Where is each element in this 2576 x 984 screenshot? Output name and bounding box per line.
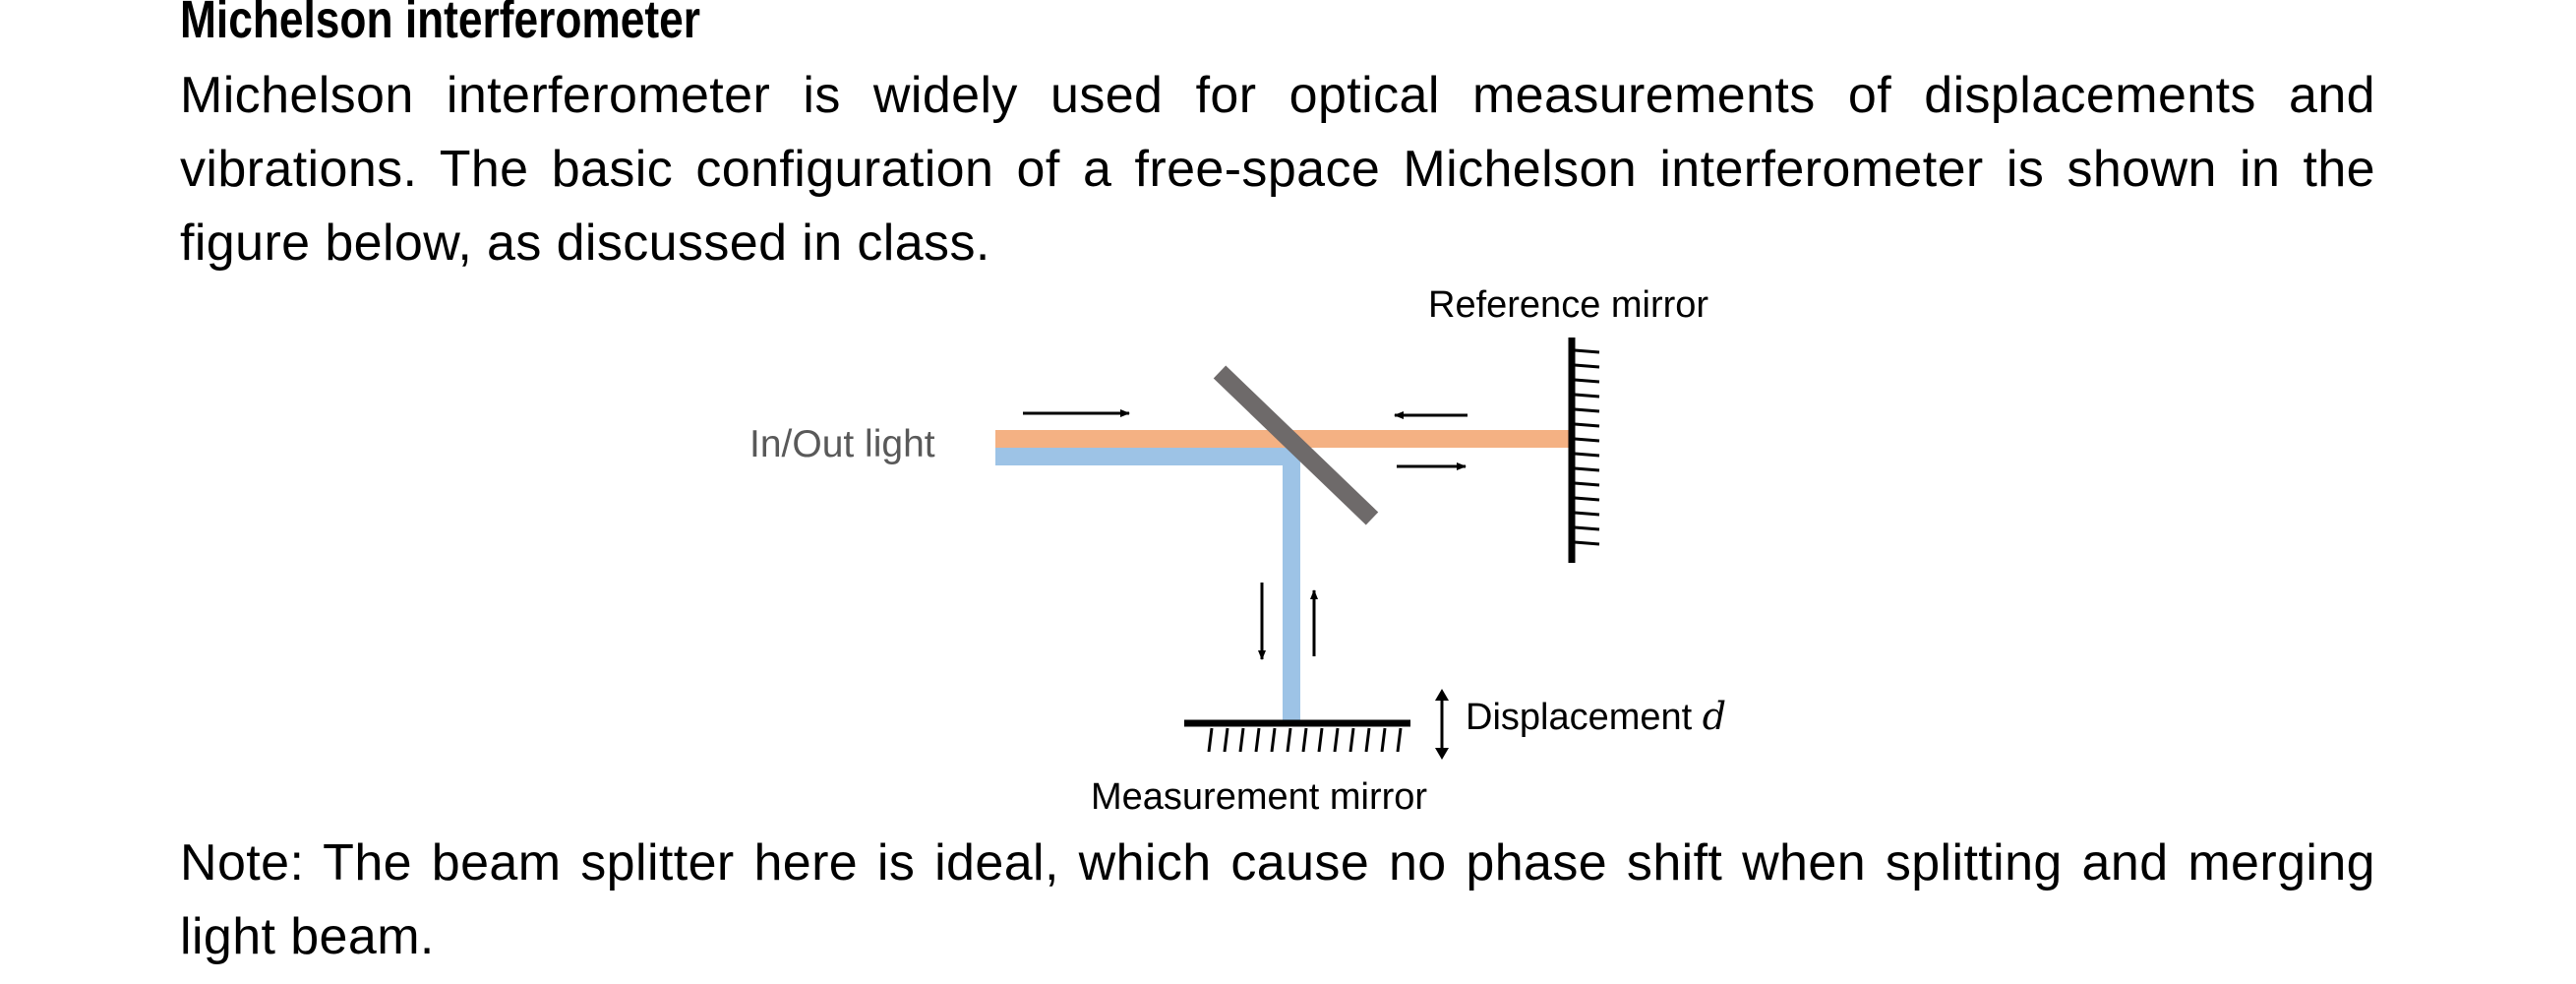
blue-beam-horizontal <box>995 448 1300 465</box>
displacement-label: Displacement d <box>1466 695 1726 738</box>
beam-splitter <box>1213 365 1379 525</box>
note-paragraph: Note: The beam splitter here is ideal, w… <box>180 834 2375 965</box>
blue-beam-vertical <box>1283 448 1300 723</box>
in-out-light-label: In/Out light <box>749 423 935 465</box>
displacement-double-arrow <box>1435 689 1449 760</box>
measurement-mirror-label: Measurement mirror <box>1091 776 1427 818</box>
displacement-spacer <box>1692 697 1703 738</box>
displacement-word: Displacement <box>1466 697 1693 738</box>
reference-mirror <box>1568 338 1600 563</box>
page-title: Michelson interferometer <box>180 0 701 49</box>
reference-mirror-label: Reference mirror <box>1428 284 1708 326</box>
intro-paragraph: Michelson interferometer is widely used … <box>180 67 2375 272</box>
measurement-mirror <box>1184 719 1410 753</box>
displacement-symbol: d <box>1703 695 1726 738</box>
